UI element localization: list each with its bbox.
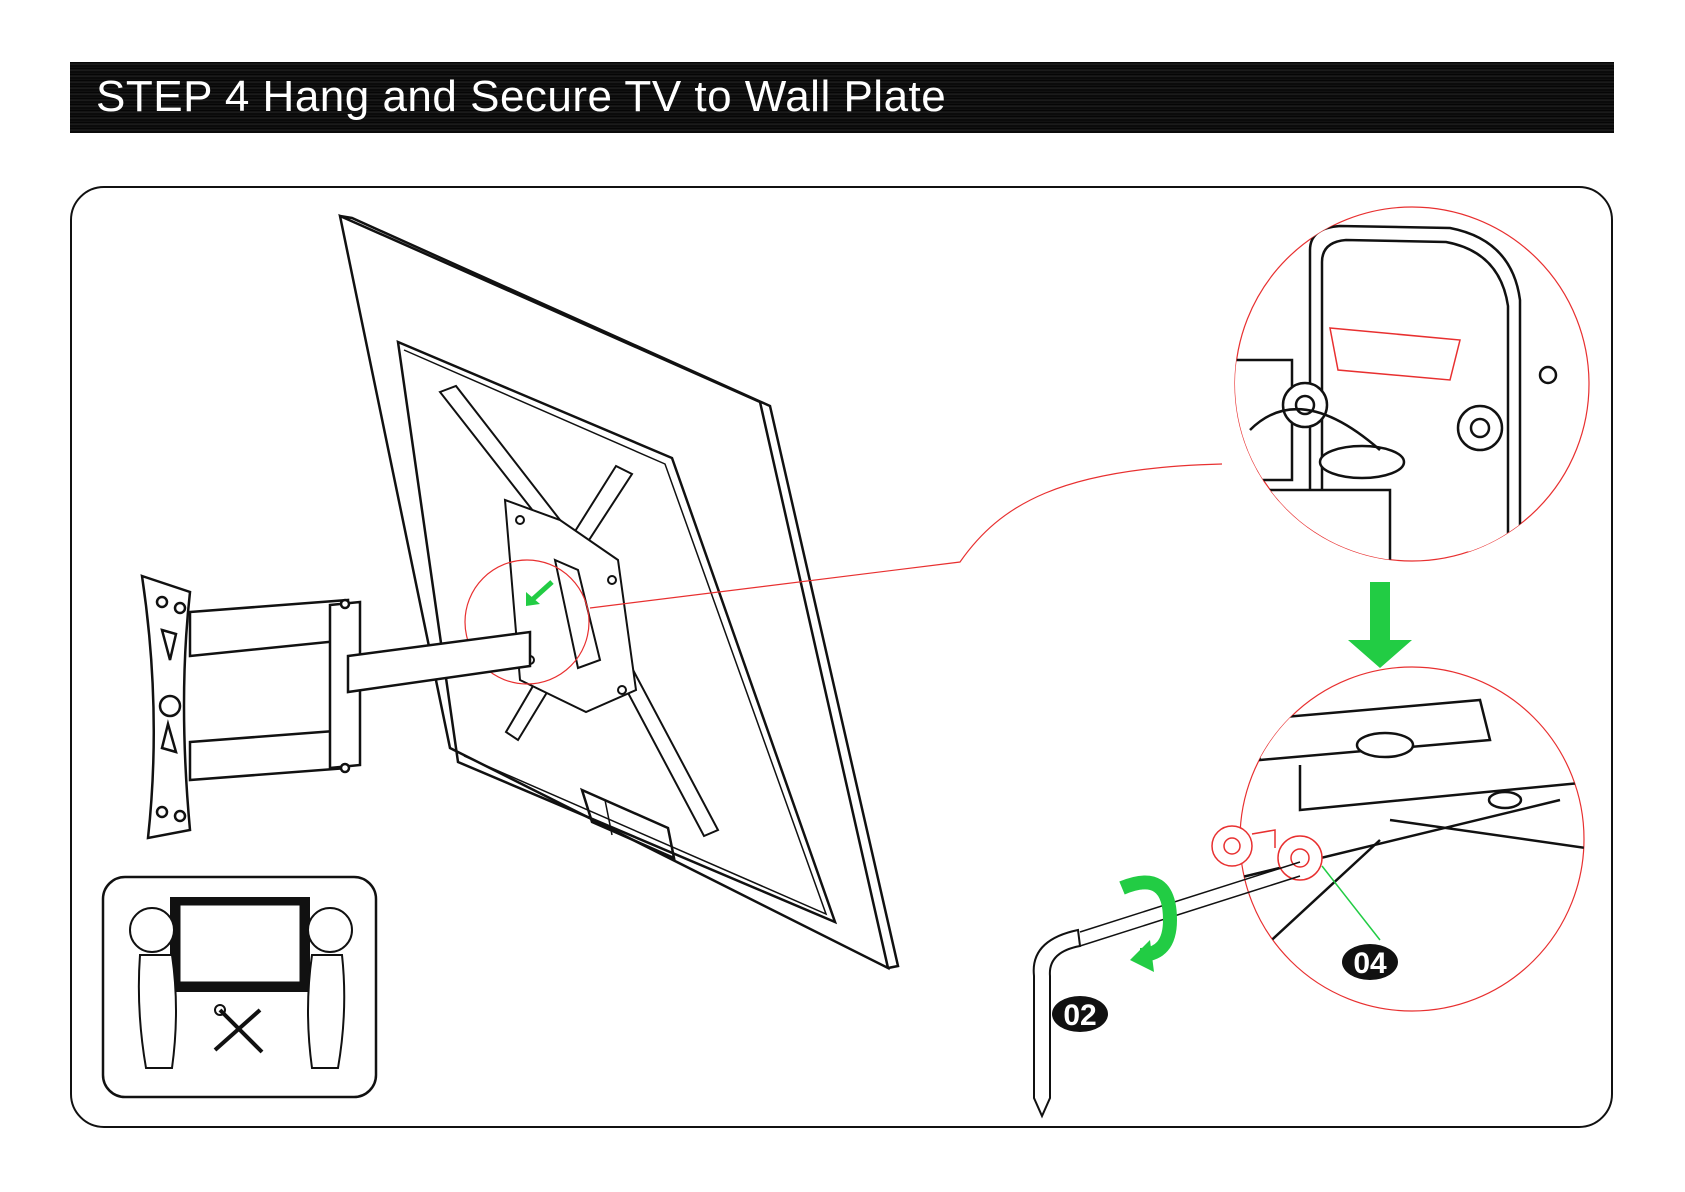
callout-02: 02 xyxy=(1052,996,1108,1032)
svg-text:02: 02 xyxy=(1063,999,1096,1032)
svg-text:04: 04 xyxy=(1353,947,1387,980)
detail-view-bottom xyxy=(1212,667,1600,1011)
callout-04: 04 xyxy=(1342,944,1398,980)
down-arrow-icon xyxy=(1348,582,1412,668)
two-person-inset xyxy=(103,877,376,1097)
rotate-arrow-icon xyxy=(1122,882,1170,972)
detail-view-top xyxy=(1232,207,1589,580)
